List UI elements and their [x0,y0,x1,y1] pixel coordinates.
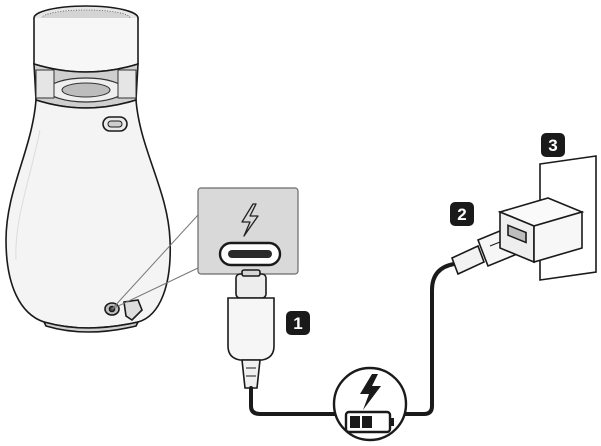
step-number-1: 1 [293,314,302,333]
lightning-bolt-icon [241,203,259,237]
speaker-top-cylinder [33,18,139,73]
speaker-body [5,98,172,329]
port-zoom-callout [111,187,299,310]
power-adapter [497,197,585,264]
step-number-3: 3 [548,136,557,155]
charging-status-indicator [332,366,408,442]
usb-c-plug [227,269,275,389]
usb-a-strain-relief [450,244,486,276]
step-badge-3: 3 [541,133,565,157]
usb-c-strain-relief [241,359,261,389]
step-number-2: 2 [457,205,466,224]
charging-lightning-icon [360,374,381,410]
charging-cable-right [400,262,456,416]
adapter-side-face [533,210,583,264]
usb-c-plug-housing [227,297,275,361]
speaker [5,5,172,333]
charging-cable [249,386,340,416]
step-badge-2: 2 [450,202,474,226]
speaker-base [42,320,140,333]
usb-c-connector [235,273,267,299]
step-badge-1: 1 [286,311,310,335]
